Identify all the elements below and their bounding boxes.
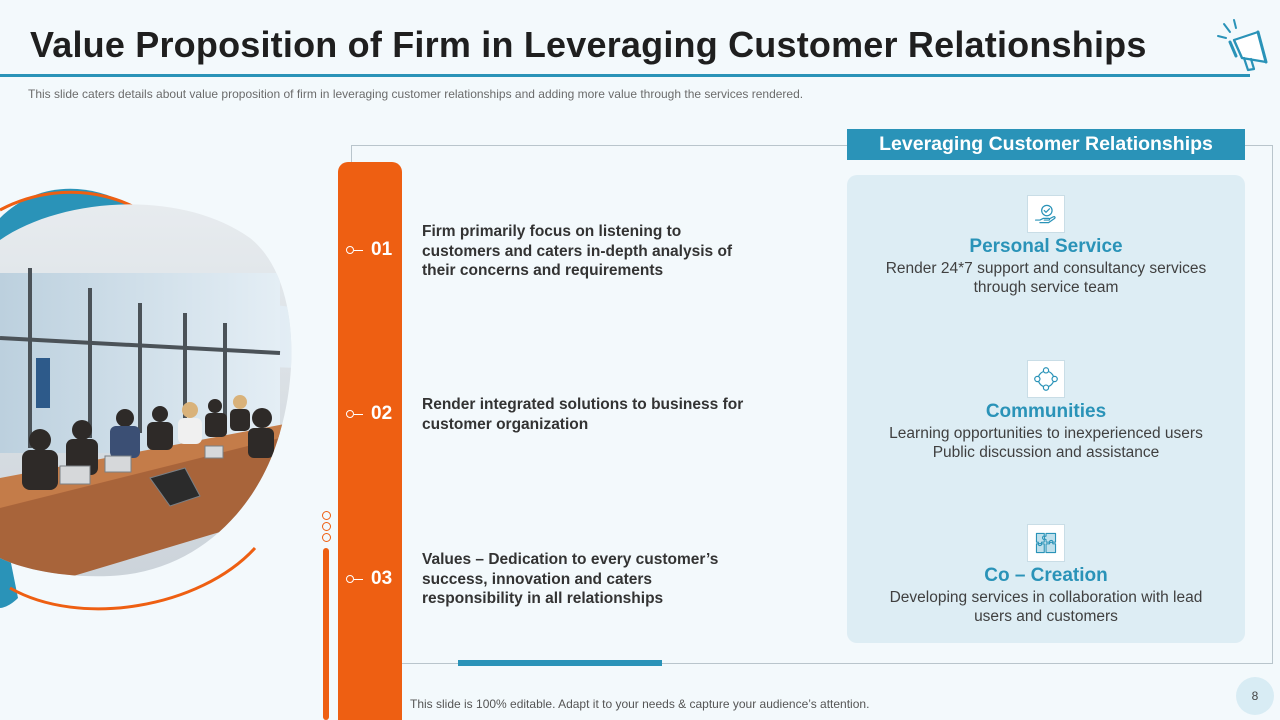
step-number-03: 03 — [346, 567, 400, 591]
service-description: Learning opportunities to inexperienced … — [847, 424, 1245, 462]
pin-connector-line — [354, 578, 363, 580]
community-network-icon — [1027, 360, 1065, 398]
service-name: Personal Service — [969, 236, 1123, 257]
timeline-dot-icon — [322, 533, 331, 542]
slide-subtitle: This slide caters details about value pr… — [28, 87, 804, 101]
service-description-line: users and customers — [974, 608, 1118, 625]
pin-connector-line — [354, 413, 363, 415]
step-number-01: 01 — [346, 238, 400, 262]
pin-connector-icon — [346, 246, 354, 254]
timeline-dot-icon — [322, 522, 331, 531]
megaphone-icon — [1214, 18, 1276, 80]
service-name: Communities — [985, 401, 1107, 422]
service-communities: Communities Learning opportunities to in… — [847, 360, 1245, 462]
service-description-line: Render 24*7 support and consultancy serv… — [885, 260, 1207, 277]
service-description-line: through service team — [973, 279, 1119, 296]
title-underline — [0, 74, 1250, 77]
step-text-02: Render integrated solutions to business … — [422, 396, 744, 433]
pin-connector-icon — [346, 575, 354, 583]
steps-timeline-bar — [338, 162, 402, 720]
service-description: Developing services in collaboration wit… — [847, 588, 1245, 626]
step-text-03: Values – Dedication to every customer’s … — [422, 551, 719, 607]
service-personal-service: Personal Service Render 24*7 support and… — [847, 195, 1245, 297]
step-number-02: 02 — [346, 402, 400, 426]
page-number-badge: 8 — [1236, 677, 1274, 715]
service-description: Render 24*7 support and consultancy serv… — [847, 259, 1245, 297]
pin-connector-icon — [346, 410, 354, 418]
step-number-label: 01 — [371, 239, 393, 260]
footer-note: This slide is 100% editable. Adapt it to… — [410, 697, 870, 711]
timeline-dot-icon — [322, 511, 331, 520]
step-number-label: 03 — [371, 568, 393, 589]
service-name: Co – Creation — [984, 565, 1108, 586]
service-description-line: Learning opportunities to inexperienced … — [889, 425, 1203, 442]
timeline-accent-bar — [323, 548, 329, 720]
service-co-creation: Co – Creation Developing services in col… — [847, 524, 1245, 626]
hand-support-icon — [1027, 195, 1065, 233]
service-description-line: Public discussion and assistance — [932, 444, 1160, 461]
panel-header: Leveraging Customer Relationships — [847, 129, 1245, 160]
services-panel: Personal Service Render 24*7 support and… — [847, 175, 1245, 643]
puzzle-collaboration-icon — [1027, 524, 1065, 562]
service-description-line: Developing services in collaboration wit… — [889, 589, 1203, 606]
step-text-01: Firm primarily focus on listening to cus… — [422, 223, 733, 279]
step-number-label: 02 — [371, 403, 393, 424]
slide-title: Value Proposition of Firm in Leveraging … — [30, 24, 1147, 65]
frame-accent-line — [458, 660, 662, 666]
meeting-room-photo — [0, 178, 300, 618]
pin-connector-line — [354, 249, 363, 251]
